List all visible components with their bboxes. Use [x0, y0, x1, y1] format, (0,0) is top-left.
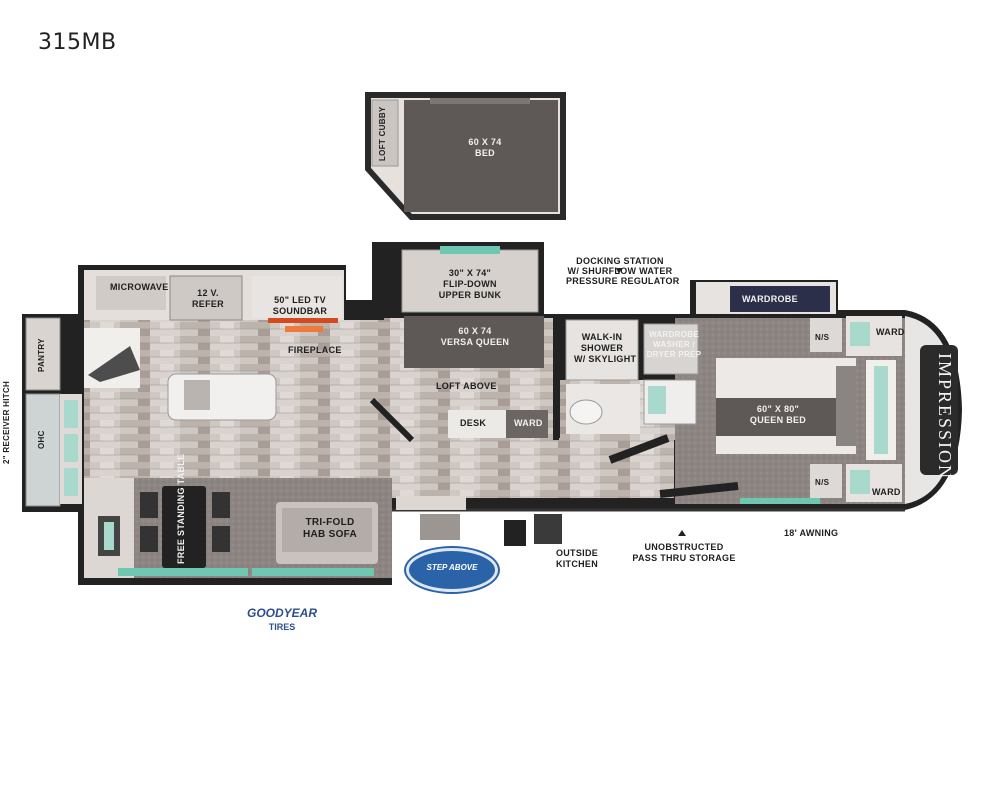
loft-cubby [371, 99, 399, 167]
ward-label-bottom: WARD [872, 487, 901, 497]
loft-bed [404, 100, 558, 212]
awning-label: 18' AWNING [784, 528, 839, 538]
goodyear-logo: GOODYEAR [246, 606, 317, 620]
nightstand-label-top: N/S [815, 333, 830, 342]
queen-bed [716, 398, 836, 436]
model-number: 315MB [38, 30, 117, 55]
impression-brand-logo: IMPRESSION [935, 353, 955, 481]
free-standing-table [162, 486, 206, 568]
ward-label-bunk: WARD [514, 418, 543, 428]
wardrobe-label: WARDROBE [742, 294, 798, 304]
step-above-logo: STEP ABOVE [406, 548, 498, 592]
fireplace-label: FIREPLACE [288, 345, 342, 355]
desk-label: DESK [460, 418, 487, 428]
ward-label-top: WARD [876, 327, 905, 337]
loft [365, 92, 566, 220]
bathroom [565, 319, 699, 464]
bunk-room [369, 246, 559, 443]
receiver-hitch-label: 2" RECEIVER HITCH [2, 380, 11, 464]
loft-above-label: LOFT ABOVE [436, 381, 497, 391]
kitchen [25, 270, 344, 507]
tires-label: TIRES [268, 622, 296, 632]
loft-cubby-label: LOFT CUBBY [378, 106, 387, 162]
table-label: FREE STANDING TABLE [176, 453, 186, 564]
exterior [392, 268, 905, 546]
queen-bed-label: 60" X 80"QUEEN BED [749, 404, 807, 425]
versa-queen-bed [404, 316, 544, 368]
pantry-label: PANTRY [37, 338, 46, 372]
dinette-area [98, 486, 378, 576]
master-bedroom [659, 282, 902, 504]
nightstand-label-bottom: N/S [815, 478, 830, 487]
refer-label: 12 V.REFER [191, 288, 224, 309]
ohc-label: OHC [37, 430, 46, 450]
microwave-label: MICROWAVE [110, 282, 169, 292]
